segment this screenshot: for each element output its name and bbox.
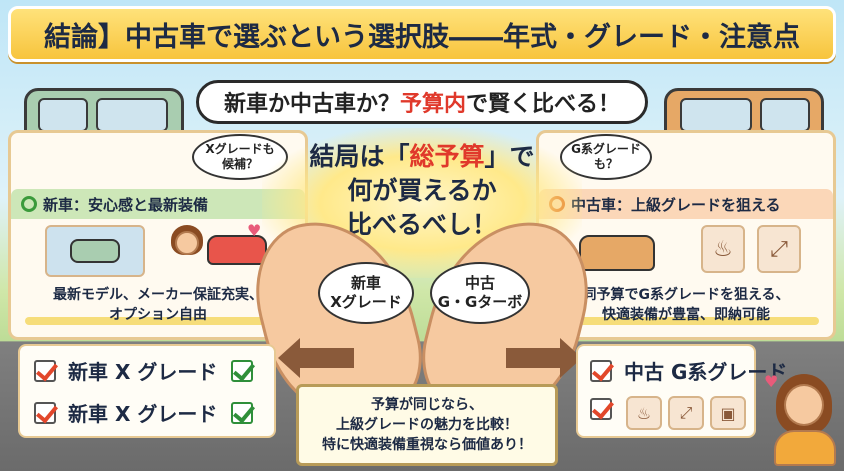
seat-heater-icon: ♨ — [701, 225, 745, 273]
subtitle-before: 新車か中古車か？ — [223, 92, 400, 117]
new-car-panel-heading: 新車：安心感と最新装備 — [11, 189, 305, 219]
circle-mark-icon — [21, 196, 37, 212]
check-icon — [590, 359, 612, 382]
city-car-thumbnail — [45, 225, 145, 277]
happy-person-illustration: ♥ — [764, 372, 840, 466]
subtitle-pill: 新車か中古車か？ 予算内 で賢く比べる！ — [196, 80, 648, 124]
check-icon — [231, 401, 254, 424]
checklist-label: 中古 G系グレード — [624, 360, 788, 384]
center-line1-before: 結局は「 — [309, 142, 410, 171]
center-message: 結局は「総予算」で 何が買えるか 比べるべし！ — [290, 140, 554, 242]
seat-icon: ⤢ — [668, 396, 704, 430]
seat-icon: ♨ — [626, 396, 662, 430]
check-icon — [34, 401, 56, 424]
summary-note: 予算が同じなら、 上級グレードの魅力を比較！ 特に快適装備重視なら価値あり！ — [296, 384, 558, 466]
subtitle-highlight: 予算内 — [399, 92, 466, 117]
checklist-label: 新車 X グレード — [68, 360, 218, 384]
new-car-checklist: 新車 X グレード 新車 X グレード — [18, 344, 276, 438]
arrow-left-icon — [278, 338, 354, 378]
speech-bubble-new-car: 新車 Xグレード — [318, 262, 414, 324]
used-car-description: 同予算でG系グレードを狙える、 快適装備が豊富、即納可能 — [582, 287, 790, 323]
page-title: 結論】中古車で選ぶという選択肢――年式・グレード・注意点 — [8, 6, 836, 62]
highlight-bar — [25, 317, 291, 325]
checklist-row — [590, 398, 624, 420]
center-line2: 何が買えるか — [347, 176, 497, 205]
speech-bubble-used-car: 中古 G・Gターボ — [430, 262, 530, 324]
checklist-row: 中古 G系グレード — [590, 356, 787, 385]
center-line1-after: 」で — [484, 142, 535, 171]
check-icon — [34, 359, 56, 382]
center-highlight: 総予算 — [409, 142, 485, 171]
used-car-heading-text: 中古車：上級グレードを狙える — [571, 195, 781, 214]
reclining-seat-icon: ⤢ — [757, 225, 801, 273]
check-icon — [231, 359, 254, 382]
small-car-thumbnail: ♥ — [207, 221, 269, 271]
used-car-thumbnail — [579, 229, 659, 277]
arrow-right-icon — [506, 338, 582, 378]
highlight-bar — [553, 317, 819, 325]
seat-icon: ▣ — [710, 396, 746, 430]
subtitle-after: で賢く比べる！ — [466, 92, 621, 117]
used-car-checklist: 中古 G系グレード ♨ ⤢ ▣ — [576, 344, 787, 438]
new-car-heading-text: 新車：安心感と最新装備 — [43, 195, 209, 214]
heart-icon: ♥ — [247, 221, 262, 240]
center-line3: 比べるべし！ — [346, 210, 497, 239]
check-icon — [590, 398, 612, 420]
new-car-description: 最新モデル、メーカー保証充実、 オプション自由 — [53, 287, 263, 323]
person-thumbnail — [167, 225, 207, 277]
heart-icon: ♥ — [764, 372, 779, 391]
checklist-label: 新車 X グレード — [68, 402, 218, 426]
checklist-row: 新車 X グレード — [34, 398, 265, 427]
used-car-panel-heading: 中古車：上級グレードを狙える — [539, 189, 833, 219]
checklist-row: 新車 X グレード — [34, 356, 265, 385]
